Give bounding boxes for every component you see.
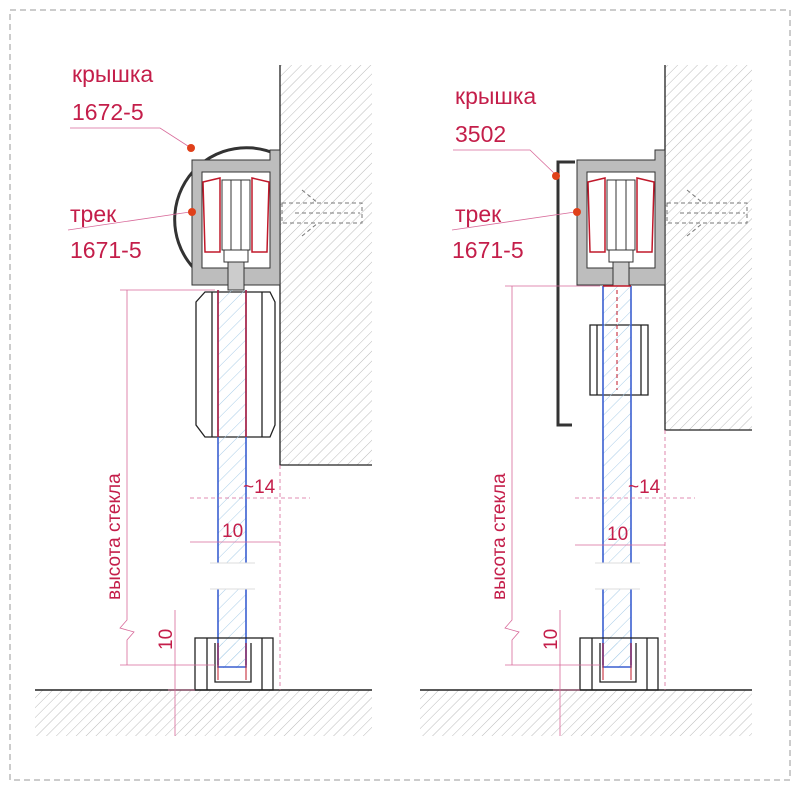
floor-guide [194, 637, 274, 691]
wall [665, 65, 752, 430]
cover-code: 1672-5 [72, 99, 144, 125]
rollers [202, 177, 270, 291]
floor [420, 690, 752, 736]
cover-3502 [556, 160, 575, 427]
cover-label: крышка [455, 83, 536, 109]
bottom-clearance-dim: 10 [541, 629, 562, 650]
glass-thickness-dim: 10 [607, 524, 628, 545]
cover-label: крышка [72, 61, 153, 87]
floor-guide [579, 637, 659, 691]
gap-dim: ~14 [628, 477, 661, 498]
right-detail: крышка 3502 трек 1671-5 высота стекла 10… [420, 65, 752, 736]
frame-border [9, 9, 791, 781]
track-code: 1671-5 [452, 237, 524, 263]
wall [280, 65, 372, 465]
rollers [587, 177, 655, 287]
glass-height-label: высота стекла [489, 473, 510, 600]
glass-panel [218, 290, 246, 668]
dimension-lines [504, 285, 695, 736]
dimension-lines [119, 289, 310, 736]
glass-panel [603, 286, 631, 668]
glass-thickness-dim: 10 [222, 521, 243, 542]
track-profile [191, 149, 281, 286]
bottom-clearance-dim: 10 [156, 629, 177, 650]
track-label: трек [455, 201, 502, 227]
screw-icon [281, 189, 363, 237]
screw-icon [666, 189, 748, 237]
floor [35, 690, 372, 736]
track-profile [576, 149, 666, 286]
track-code: 1671-5 [70, 237, 142, 263]
glass-clamp [195, 291, 276, 438]
track-label: трек [70, 201, 117, 227]
cover-code: 3502 [455, 121, 506, 147]
left-detail: крышка 1672-5 трек 1671-5 высота стекла … [35, 61, 372, 736]
gap-dim: ~14 [243, 477, 276, 498]
glass-height-label: высота стекла [104, 473, 125, 600]
cover-1672-5 [173, 146, 279, 286]
